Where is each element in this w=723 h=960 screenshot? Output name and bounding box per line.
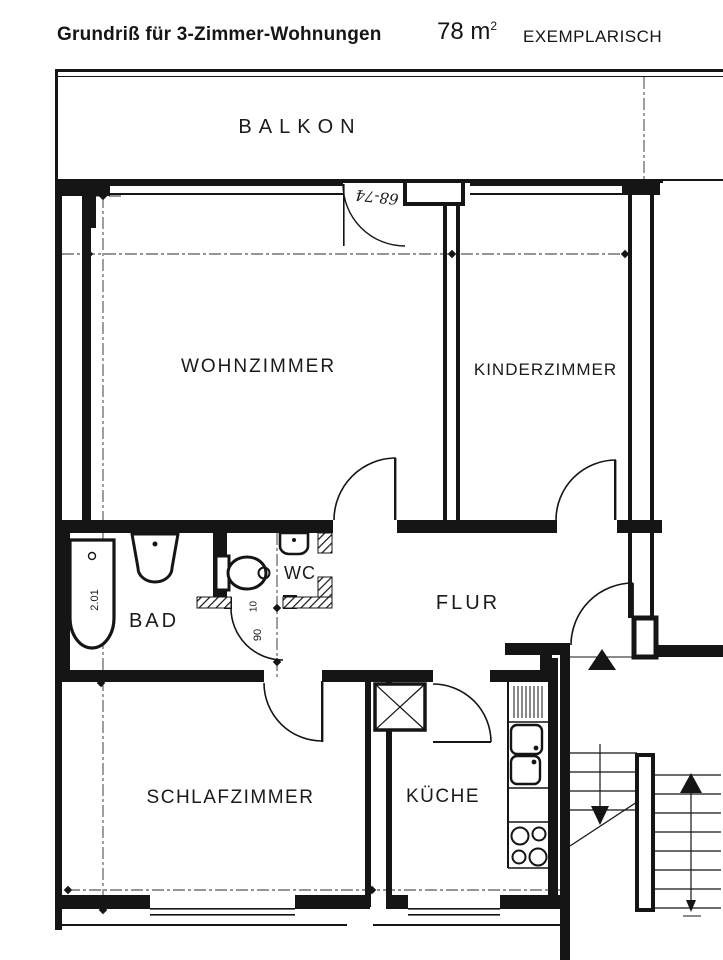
kueche-door-arc — [432, 683, 492, 743]
area-sup: 2 — [490, 19, 498, 33]
balcony-door-block — [403, 179, 465, 206]
area-value: 78 m — [437, 18, 491, 45]
doors — [230, 183, 634, 743]
balcony-door-arc — [342, 183, 406, 247]
hatched-walls — [196, 532, 333, 609]
balcony-door-leaf — [343, 184, 345, 246]
wohnzimmer-door-arc — [333, 457, 397, 521]
entrance-door-jamb — [631, 615, 659, 660]
toilet — [214, 554, 271, 592]
entrance-door-leaf — [631, 583, 634, 645]
windows — [110, 183, 622, 916]
dim-door-width: 90 — [252, 628, 264, 642]
room-label-balkon: BALKON — [238, 116, 362, 138]
room-label-bad: BAD — [128, 610, 180, 632]
room-label-kinderzimmer: KINDERZIMMER — [473, 360, 618, 379]
bad-door-arc — [230, 607, 284, 661]
walls — [55, 181, 723, 960]
room-label-flur: FLUR — [435, 592, 501, 614]
room-label-wc: WC — [284, 563, 316, 583]
room-label-schlafzimmer: SCHLAFZIMMER — [146, 787, 315, 808]
shaft-x — [373, 682, 427, 732]
bath-sink — [130, 532, 180, 584]
entrance-door-arc — [570, 582, 634, 646]
page-title: Grundriß für 3-Zimmer-Wohnungen — [57, 24, 382, 45]
staircase — [569, 744, 721, 917]
kinderzimmer-door-leaf — [614, 460, 617, 520]
drainboard — [513, 686, 543, 718]
wohnzimmer-door-leaf — [394, 458, 397, 520]
stove — [510, 826, 548, 867]
exemplary-tag: EXEMPLARISCH — [523, 27, 663, 46]
kitchen-counter — [507, 682, 548, 869]
bathtub — [68, 538, 116, 650]
wc-sink — [278, 531, 310, 556]
room-label-wohnzimmer: WOHNZIMMER — [180, 356, 337, 377]
dim-wc-door-upper: 10 — [248, 600, 260, 613]
area-label: 78 m2 — [437, 18, 497, 46]
stair-rail — [635, 753, 655, 912]
entrance-arrow — [588, 649, 616, 670]
schlafzimmer-door-arc — [263, 682, 323, 742]
schlafzimmer-door-leaf — [321, 681, 324, 742]
room-label-kueche: KÜCHE — [405, 786, 480, 807]
dim-tub-length: 2.01 — [89, 589, 101, 611]
kinderzimmer-door-arc — [555, 459, 617, 521]
balcony-walls — [55, 69, 723, 183]
kitchen-sink — [509, 723, 544, 786]
stair-direction-arrows — [591, 744, 702, 917]
